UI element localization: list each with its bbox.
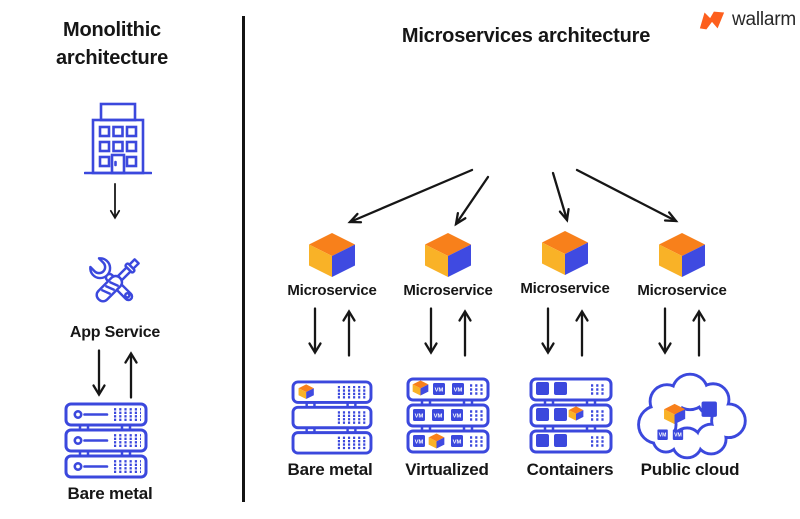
monolithic-title: Monolithic architecture [8, 16, 216, 73]
cube-icon [423, 232, 473, 278]
microservices-title: Microservices architecture [401, 25, 651, 47]
microservice-label: Microservice [520, 280, 610, 297]
up-arrow-icon [691, 306, 707, 358]
platform-label-virtualized: Virtualized [405, 460, 489, 479]
down-arrow-icon [657, 306, 673, 358]
wallarm-logo: wallarm [698, 8, 796, 32]
building-icon [84, 102, 152, 175]
up-arrow-icon [574, 306, 590, 358]
microservice-label: Microservice [287, 282, 377, 299]
tools-icon [89, 257, 140, 303]
wallarm-logo-text: wallarm [732, 9, 797, 30]
microservice-label: Microservice [403, 282, 493, 299]
monolithic-title-line1: Monolithic [63, 19, 161, 41]
screwdriver-icon [95, 258, 140, 303]
down-arrow-icon [107, 182, 123, 222]
server-icon [64, 402, 148, 479]
cloud-icon [637, 372, 747, 460]
section-divider [242, 16, 245, 502]
up-arrow-icon [341, 306, 357, 358]
monolithic-title-line2: architecture [55, 47, 169, 70]
platform-label-containers: Containers [526, 460, 614, 479]
virtualized-server-icon [406, 377, 490, 454]
cube-icon [540, 230, 590, 276]
cube-icon [307, 232, 357, 278]
up-arrow-icon [457, 306, 473, 358]
down-arrow-icon [423, 306, 439, 358]
microservice-label: Microservice [637, 282, 727, 299]
cube-icon [657, 232, 707, 278]
app-service-label: App Service [69, 324, 161, 341]
monolithic-bare-metal-label: Bare metal [67, 484, 153, 503]
containers-server-icon [529, 377, 613, 454]
wallarm-logo-icon [699, 11, 725, 30]
platform-label-bare-metal: Bare metal [287, 460, 373, 479]
down-arrow-icon [540, 306, 556, 358]
down-arrow-icon [91, 348, 107, 400]
bare-metal-server-icon [291, 380, 373, 455]
down-arrow-icon [307, 306, 323, 358]
platform-label-public-cloud: Public cloud [640, 460, 740, 479]
fan-arrows [347, 168, 679, 227]
up-arrow-icon [123, 348, 139, 400]
